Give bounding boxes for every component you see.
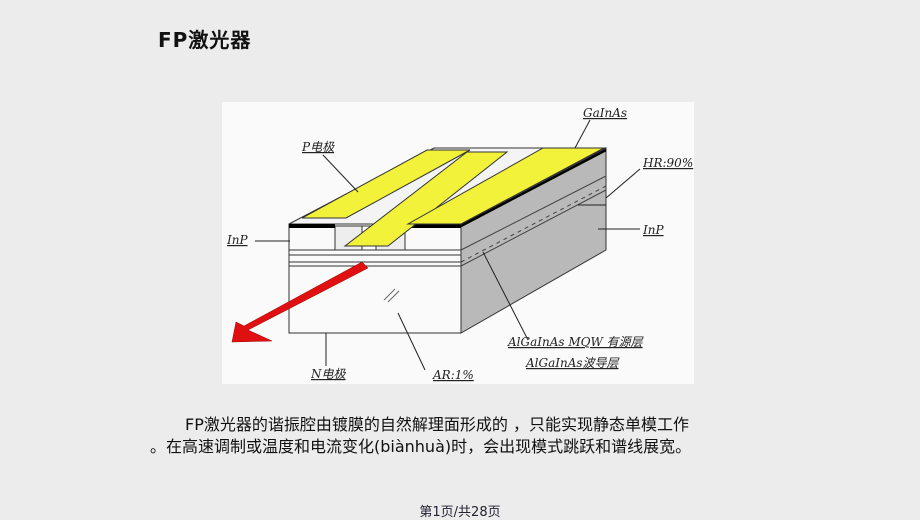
label-hr: HR:90% <box>642 156 693 170</box>
page-number: 第1页/共28页 <box>419 505 501 520</box>
label-p-electrode: P电极 <box>301 140 335 154</box>
side-layer-line <box>460 175 607 251</box>
label-gainas: GaInAs <box>583 106 627 120</box>
slide-paragraph: FP激光器的谐振腔由镀膜的自然解理面形成的 ，只能实现静态单模工作 。在高速调制… <box>150 414 790 458</box>
contact-layer <box>405 224 461 228</box>
paragraph-line-1: FP激光器的谐振腔由镀膜的自然解理面形成的 ，只能实现静态单模工作 <box>185 415 689 434</box>
facet-mark <box>387 290 400 303</box>
p-electrode-left <box>301 149 471 219</box>
contact-layer <box>289 224 335 228</box>
side-layer-line <box>460 189 607 267</box>
p-electrode-ridge <box>343 151 509 247</box>
paragraph-line-2: 。在高速调制或温度和电流变化(biànhuà)时，会出现模式跳跃和谱线展宽。 <box>150 437 692 456</box>
laser-beam-arrow <box>231 261 369 343</box>
label-ar: AR:1% <box>432 368 474 382</box>
label-mqw-active-layer: AlGaInAs MQW 有源层 <box>507 335 644 349</box>
facet-mark <box>383 288 396 301</box>
contact-layer-edge <box>460 148 607 228</box>
side-mqw-line <box>460 185 607 263</box>
label-inp-right: InP <box>642 223 664 237</box>
label-n-electrode: N电极 <box>310 367 347 381</box>
label-waveguide-layer: AlGaInAs波导层 <box>525 356 620 370</box>
slide-title: FP激光器 <box>158 28 252 52</box>
leader-lines <box>255 119 641 371</box>
p-electrode-right <box>406 147 605 225</box>
label-inp-left: InP <box>226 233 248 247</box>
